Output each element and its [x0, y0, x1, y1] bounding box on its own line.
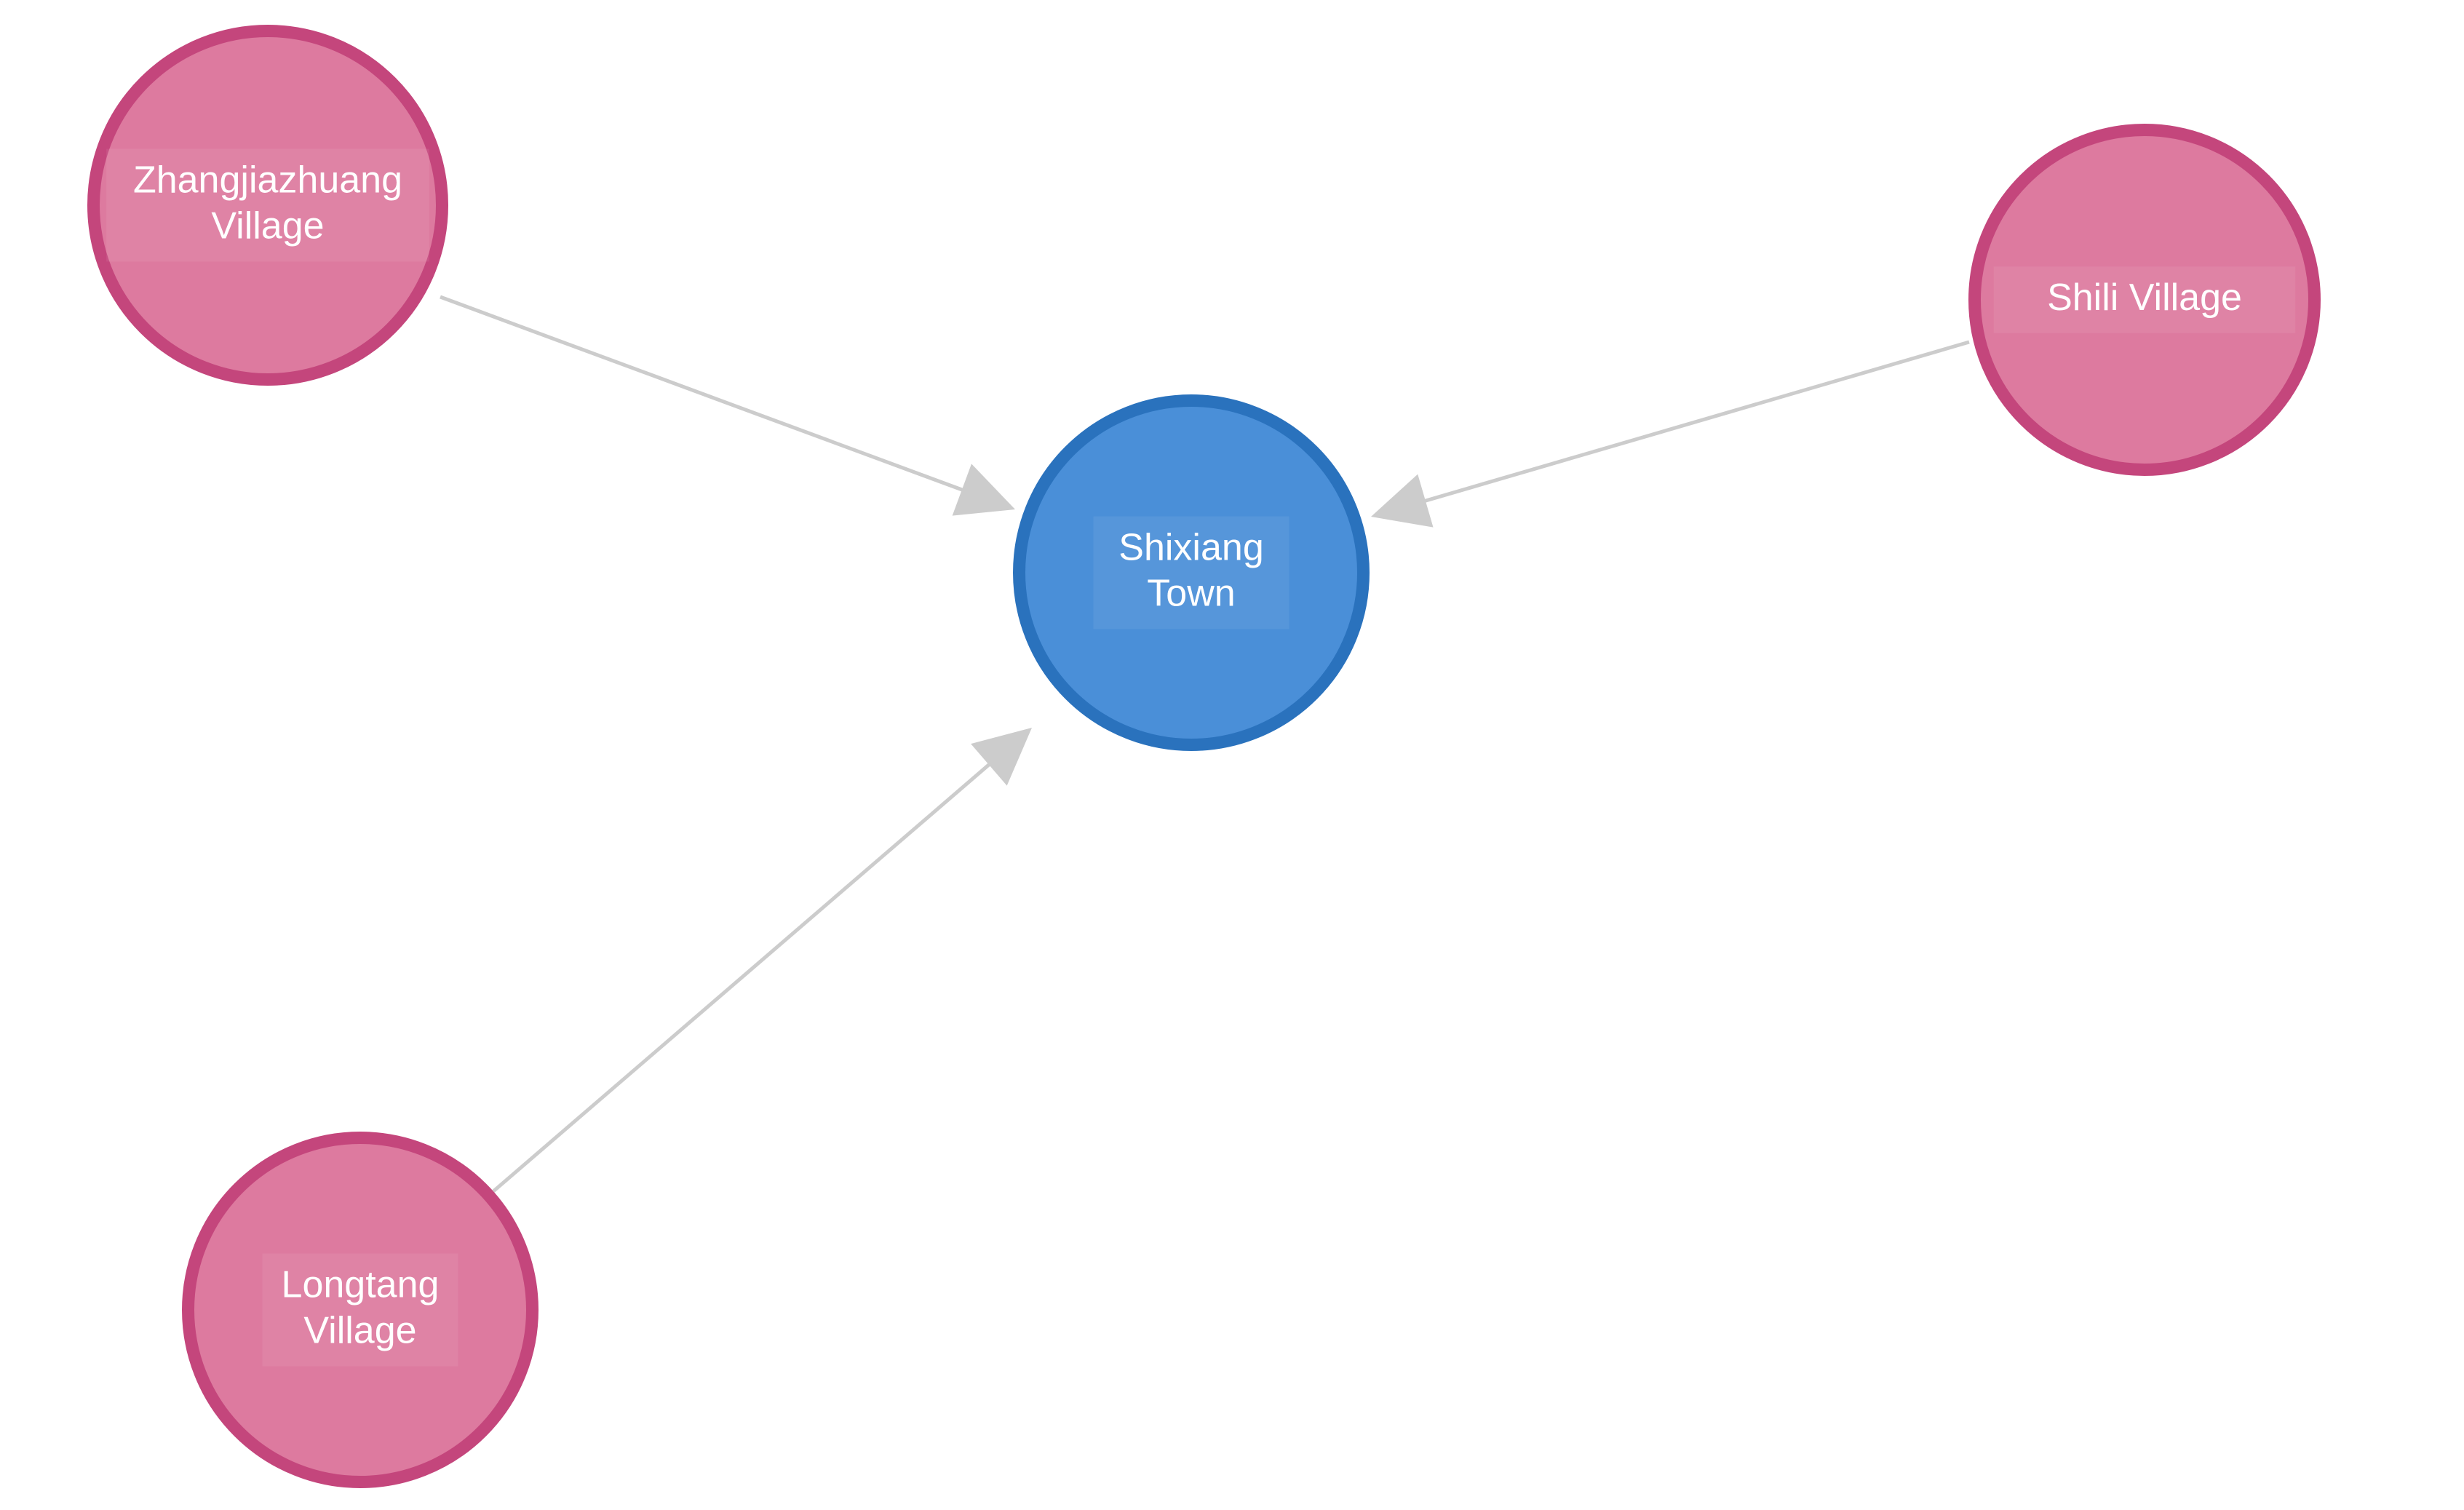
graph-edge[interactable] [492, 728, 1032, 1193]
node-label-line: Shixiang [1118, 526, 1263, 568]
node-circle[interactable] [1013, 394, 1370, 751]
node-label-band [1093, 516, 1289, 629]
graph-node-shili[interactable]: Shili Village [1968, 124, 2321, 476]
edge-arrowhead-icon [952, 464, 1015, 516]
node-label-line: Village [303, 1309, 416, 1351]
graph-edge[interactable] [1371, 340, 1970, 528]
node-label-line: Shili Village [2047, 277, 2242, 319]
node-label-line: Longtang [282, 1263, 440, 1306]
node-label-band [262, 1253, 458, 1367]
graph-edge[interactable] [440, 295, 1015, 516]
node-circle[interactable] [1968, 124, 2321, 476]
node-label: Shili Village [2047, 277, 2242, 319]
edge-line [492, 755, 999, 1193]
node-label-band [1993, 266, 2296, 333]
node-label-line: Village [211, 204, 324, 247]
node-label-line: Zhangjiazhuang [133, 159, 402, 201]
edge-line [440, 295, 974, 496]
edges-layer [440, 295, 1970, 1193]
edge-arrowhead-icon [971, 728, 1032, 786]
edge-line [1413, 340, 1970, 506]
node-label-line: Town [1147, 572, 1235, 614]
edge-arrowhead-icon [1371, 474, 1434, 528]
node-circle[interactable] [182, 1132, 538, 1488]
node-circle[interactable] [87, 25, 448, 386]
node-label-band [106, 148, 429, 262]
